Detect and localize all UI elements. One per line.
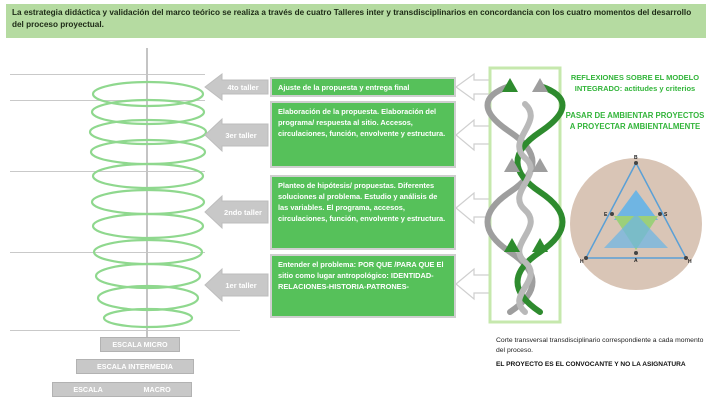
guide-line-3 — [10, 100, 205, 101]
taller-box-3: Elaboración de la propuesta. Elaboración… — [270, 101, 456, 168]
corte-note: Corte transversal transdisciplinario cor… — [496, 337, 704, 354]
taller-arrow-2 — [204, 194, 269, 230]
triangle-label-bottom-right: H — [688, 259, 692, 265]
braid-arrowhead — [532, 158, 548, 172]
taller-arrow-3 — [204, 117, 269, 153]
spiral-loop — [96, 284, 200, 312]
triangle-label-bottom-left: H — [580, 259, 584, 265]
guide-line-2 — [10, 171, 205, 172]
proyecto-note: EL PROYECTO ES EL CONVOCANTE Y NO LA ASI… — [496, 361, 686, 368]
reflexiones-subtitle: PASAR DE AMBIENTAR PROYECTOS A PROYECTAR… — [565, 111, 705, 131]
spiral-loop — [90, 98, 206, 126]
spiral-loop — [91, 80, 205, 108]
taller-arrow-4 — [204, 72, 269, 102]
spiral-loop — [94, 262, 202, 290]
escala-macro-row: ESCALA MACRO — [52, 382, 192, 397]
spiral-loop — [91, 212, 205, 240]
taller-arrow-1 — [204, 267, 269, 303]
spiral-loop — [92, 238, 204, 266]
inner-triangle-blue — [614, 190, 658, 220]
escala-intermedia: ESCALA INTERMEDIA — [76, 359, 194, 374]
guide-line-4 — [10, 74, 205, 75]
triangle-node — [610, 212, 614, 216]
guide-line-base — [10, 330, 240, 331]
triangle-label-bottom: A — [634, 258, 638, 264]
spiral-loop — [91, 162, 205, 190]
spiral-loop — [88, 118, 208, 146]
braid-arrowhead — [504, 158, 520, 172]
triangle-node — [658, 212, 662, 216]
braid-strand-green — [514, 83, 566, 315]
triangle-node — [634, 251, 638, 255]
connector-arrow-1 — [455, 267, 491, 301]
inner-triangle-lower — [604, 214, 668, 248]
braid-arrowhead — [532, 78, 548, 92]
triangle-node — [634, 161, 638, 165]
braid-strand-gray-2 — [516, 101, 534, 315]
triangle-label-top: B — [634, 155, 638, 161]
triangle-node — [584, 256, 588, 260]
triangle-node — [684, 256, 688, 260]
taller-box-1: Entender el problema: POR QUE /PARA QUE … — [270, 254, 456, 318]
connector-arrow-4 — [454, 72, 491, 102]
braid-arrowhead — [502, 78, 518, 92]
escala-macro-label: MACRO — [143, 385, 171, 394]
braid-arrowhead — [532, 238, 548, 252]
escala-micro: ESCALA MICRO — [100, 337, 180, 352]
triangle-label-left: E — [604, 212, 608, 218]
guide-line-1 — [10, 252, 205, 253]
intro-banner: La estrategia didáctica y validación del… — [6, 4, 706, 38]
reflexiones-title: REFLEXIONES SOBRE EL MODELO INTEGRADO: a… — [570, 73, 700, 93]
connector-arrow-3 — [455, 118, 491, 152]
braid-arrowhead — [504, 238, 520, 252]
triangle-label-right: S — [664, 212, 668, 218]
spiral-axis — [146, 48, 148, 348]
spiral-loop — [102, 307, 194, 329]
escala-label: ESCALA — [73, 385, 103, 394]
taller-box-2: Planteo de hipótesis/ propuestas. Difere… — [270, 175, 456, 250]
taller-box-4: Ajuste de la propuesta y entrega final — [270, 77, 456, 97]
outer-triangle — [584, 161, 688, 259]
spiral-loop — [90, 188, 206, 216]
